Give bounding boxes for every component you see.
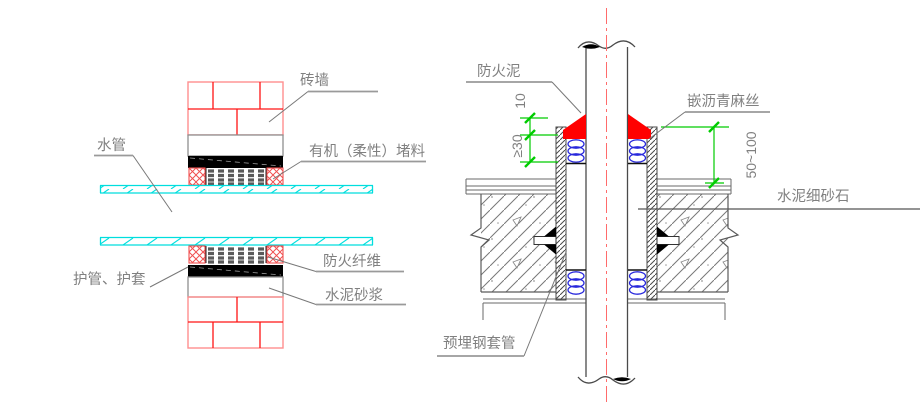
protective-sleeve-label: 护管、护套 [73,271,146,288]
sealant-band-bottom [188,265,283,277]
left-detail: 水管 砖墙 有机（柔性）堵料 护管、护套 防火纤维 水泥砂浆 [73,72,426,349]
water-pipe-horizontal [99,184,374,246]
cement-fine-sand-label: 水泥细砂石 [777,188,850,205]
sealant-band-top [188,156,283,168]
right-detail: 10 ≥30 50~100 防火泥 嵌沥青麻丝 水泥细砂石 [437,8,920,403]
dim-putty-depth: ≥30 [509,134,525,157]
dimension-sleeve-protrusion: 50~100 [661,121,759,189]
brick-wall-bottom [187,296,284,349]
embedded-steel-sleeve-label: 预埋钢套管 [443,335,516,352]
asphalt-hemp-label: 嵌沥青麻丝 [687,93,760,110]
water-pipe-label: 水管 [97,137,126,154]
fireproof-fiber-label: 防火纤维 [323,253,381,270]
label-water-pipe: 水管 [94,137,173,213]
fireproof-putty [563,114,651,139]
label-brick-wall: 砖墙 [268,72,378,123]
label-protective-sleeve: 护管、护套 [73,266,189,288]
vertical-pipe [577,40,636,385]
label-fireproof-fiber: 防火纤维 [267,253,404,273]
floor-slab-right [628,178,740,320]
pipe-break-lens-top [582,44,600,49]
pipe-break-lens-bottom [613,377,631,382]
fireproof-putty-label: 防火泥 [477,63,521,80]
cement-mortar-band-bottom [187,276,284,298]
dim-sleeve-protrusion: 50~100 [743,131,759,178]
dimension-putty: 10 ≥30 [509,93,558,168]
label-cement-fine-sand: 水泥细砂石 [638,188,920,210]
flexible-sealant-label: 有机（柔性）堵料 [309,143,425,160]
cement-mortar-label: 水泥砂浆 [325,286,383,304]
label-embedded-steel-sleeve: 预埋钢套管 [437,251,567,357]
dim-putty-cap: 10 [512,93,528,109]
label-cement-mortar: 水泥砂浆 [268,286,406,306]
label-fireproof-putty: 防火泥 [466,63,582,114]
fire-fiber-band-top [188,167,284,186]
break-symbol-right [718,194,740,292]
floor-slab-left [465,178,586,320]
steel-sleeve [555,126,658,301]
sleeve-anchors [533,226,680,255]
brick-wall-top [187,81,284,136]
cement-mortar-band-top [187,134,284,157]
asphalt-hemp-coils [566,139,647,295]
brick-wall-label: 砖墙 [300,72,329,89]
break-symbol-left [469,194,491,292]
label-asphalt-hemp: 嵌沥青麻丝 [648,93,770,140]
label-flexible-sealant: 有机（柔性）堵料 [272,143,426,180]
fire-fiber-band-bottom [188,245,284,264]
